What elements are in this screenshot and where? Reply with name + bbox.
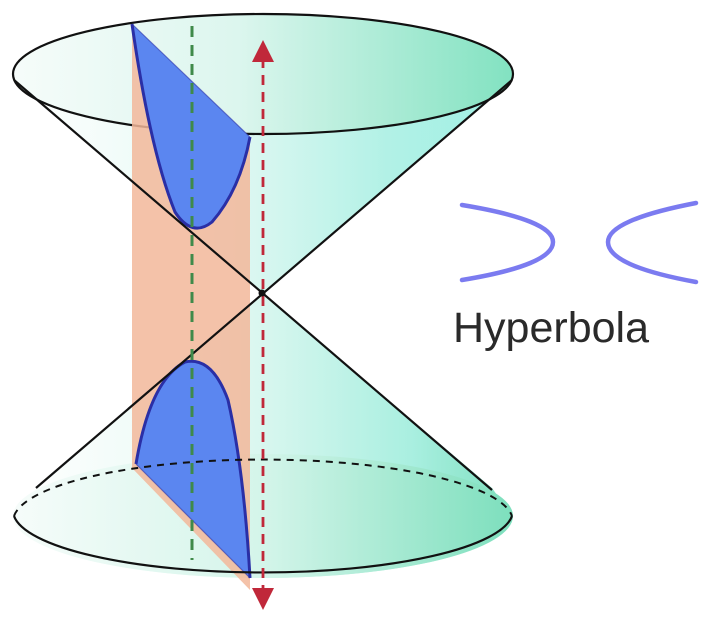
- cone-axis-top-arrowhead: [252, 40, 274, 62]
- cone-axis-bottom-arrowhead: [252, 588, 274, 610]
- hyperbola-icon-right-arc: [605, 200, 699, 285]
- bottom-cone-back-edge: [13, 458, 513, 517]
- cone-generator-right: [35, 79, 513, 489]
- upper-plane-edge: [131, 23, 251, 138]
- hyperbola-icon-left-arc: [459, 202, 556, 283]
- lower-hyperbola-curve: [134, 359, 252, 579]
- hyperbola-label: Hyperbola: [453, 304, 649, 352]
- cone-vertex: [258, 289, 266, 297]
- cone-generator-left: [13, 79, 493, 491]
- bottom-cone-opening-fill: [13, 454, 513, 578]
- upper-hyperbola-curve: [130, 23, 252, 230]
